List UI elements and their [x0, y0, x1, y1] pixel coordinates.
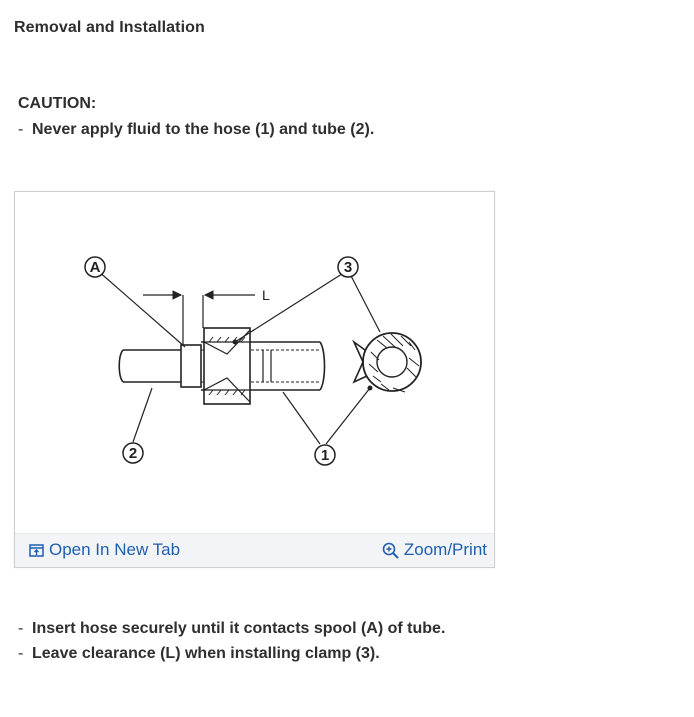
bullet-dash: - [18, 121, 24, 138]
leader-a [96, 269, 186, 348]
open-new-tab-link[interactable]: Open In New Tab [29, 540, 180, 560]
leader-3-clamp [348, 271, 381, 333]
callout-1-label: 1 [321, 447, 329, 464]
instruction-item-text: Insert hose securely until it contacts s… [32, 620, 446, 637]
zoom-icon [382, 542, 399, 559]
leader-2 [132, 387, 153, 443]
callout-a-circle [84, 256, 106, 278]
callout-a-label: A [90, 259, 101, 276]
callout-2-circle [122, 442, 144, 464]
bullet-dash: - [18, 620, 24, 637]
tube-outline [123, 349, 183, 383]
callout-3-label: 3 [344, 259, 352, 276]
caution-label: CAUTION: [18, 95, 97, 112]
instruction-item: -Insert hose securely until it contacts … [18, 620, 445, 638]
bullet-dash: - [18, 645, 24, 662]
instruction-item-text: Leave clearance (L) when installing clam… [32, 645, 380, 662]
callout-1-circle [314, 444, 336, 466]
section-heading: Removal and Installation [14, 19, 205, 36]
dimension-l-label: L [262, 287, 270, 303]
instruction-item: -Leave clearance (L) when installing cla… [18, 645, 380, 663]
zoom-print-label: Zoom/Print [403, 540, 487, 559]
spool-collar [180, 344, 202, 388]
tube-end [118, 349, 124, 383]
figure-toolbar: Open In New Tab Zoom/Print [15, 533, 494, 567]
clamp-ears [352, 339, 368, 384]
open-new-tab-label: Open In New Tab [49, 540, 181, 559]
leader-1-hose [282, 391, 321, 445]
hose-end [319, 341, 326, 391]
hose-section-inner [376, 346, 408, 378]
figure-container: A 3 2 1 L Open In New Tab Zoom/Print [14, 191, 495, 568]
hose-tube-diagram: A 3 2 1 L [84, 256, 422, 466]
caution-item-text: Never apply fluid to the hose (1) and tu… [32, 121, 375, 138]
caution-item: -Never apply fluid to the hose (1) and t… [18, 121, 374, 139]
zoom-print-link[interactable]: Zoom/Print [382, 540, 487, 560]
callout-3-circle [337, 256, 359, 278]
open-new-tab-icon [29, 543, 44, 557]
leader-3-hose [234, 271, 346, 343]
leader-1-section [325, 387, 371, 445]
callout-2-label: 2 [129, 445, 137, 462]
